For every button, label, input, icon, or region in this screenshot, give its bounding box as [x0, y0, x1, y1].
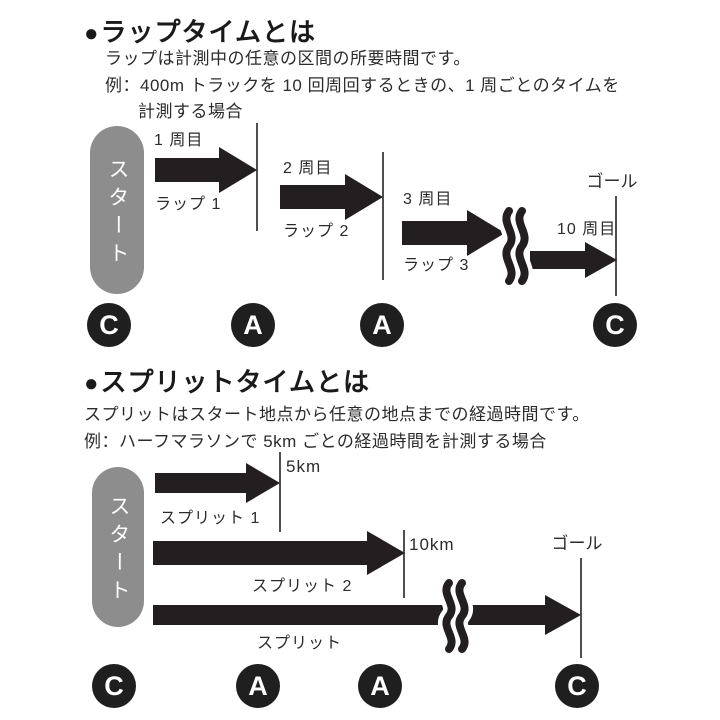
lap-description: ラップは計測中の任意の区間の所要時間です。	[105, 49, 471, 68]
split2-label: スプリット 2	[252, 578, 353, 595]
split-button-c-start: C	[92, 664, 136, 708]
split-start-pill: スタート	[92, 467, 144, 627]
lap-line-2	[382, 152, 384, 280]
lap-goal-label: ゴール	[586, 172, 638, 191]
split-button-a-2: A	[358, 664, 402, 708]
split-example-line1: 例：ハーフマラソンで 5km ごとの経過時間を計測する場合	[84, 432, 547, 451]
lap2-top-label: 2 周目	[283, 160, 333, 177]
lap1-arrow-icon	[155, 147, 257, 193]
lap-button-c-start: C	[87, 303, 131, 347]
lap-button-a-1: A	[231, 303, 275, 347]
split2-distance-label: 10km	[409, 535, 455, 554]
lap-example-line1: 例：400m トラックを 10 回周回するときの、1 周ごとのタイムを	[105, 76, 620, 95]
split-title-text: スプリットタイムとは	[100, 367, 370, 397]
lap2-bottom-label: ラップ 2	[283, 223, 350, 240]
lap-button-a-2: A	[360, 303, 404, 347]
split2-arrow-icon	[153, 531, 405, 575]
lap1-bottom-label: ラップ 1	[155, 196, 222, 213]
split-section-title: ●スプリットタイムとは	[84, 362, 370, 399]
lap2-arrow-icon	[280, 174, 383, 220]
wave-break-icon	[497, 206, 534, 286]
split-goal-line	[580, 558, 582, 658]
lap-example-line2: 計測する場合	[138, 102, 243, 121]
lap-line-1	[256, 123, 258, 231]
split3-label: スプリット	[257, 635, 343, 652]
split3-arrow-icon	[153, 595, 581, 635]
split-button-a-1: A	[236, 664, 280, 708]
split-button-c-goal: C	[555, 664, 599, 708]
lap-section-title: ●ラップタイムとは	[84, 12, 316, 49]
split-goal-label: ゴール	[551, 534, 603, 553]
split1-distance-label: 5km	[286, 457, 322, 476]
lap-button-c-goal: C	[593, 303, 637, 347]
wave-break-icon	[437, 578, 474, 654]
split1-arrow-icon	[155, 463, 280, 503]
split1-label: スプリット 1	[160, 510, 261, 527]
bullet-icon: ●	[84, 20, 100, 47]
lap3-bottom-label: ラップ 3	[403, 257, 470, 274]
lap-start-pill: スタート	[90, 126, 144, 294]
lap-title-text: ラップタイムとは	[100, 17, 316, 47]
bullet-icon: ●	[84, 370, 100, 397]
lap10-arrow-icon	[530, 242, 617, 278]
lap3-arrow-icon	[402, 210, 505, 256]
lap10-top-label: 10 周目	[557, 221, 617, 238]
lap1-top-label: 1 周目	[154, 132, 204, 149]
split-5km-line	[279, 452, 281, 532]
lap3-top-label: 3 周目	[403, 191, 453, 208]
split-description: スプリットはスタート地点から任意の地点までの経過時間です。	[84, 405, 590, 424]
